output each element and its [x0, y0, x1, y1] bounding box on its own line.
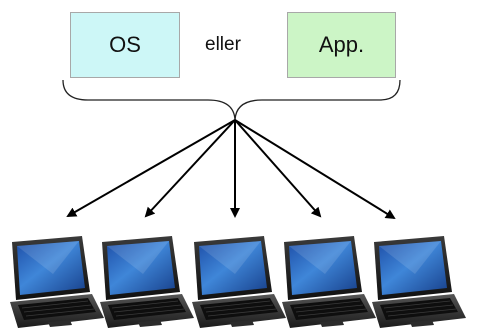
arrow-2 — [144, 119, 236, 218]
os-box: OS — [70, 12, 180, 78]
laptop-icon-4 — [281, 235, 377, 329]
laptop-icon-5 — [371, 235, 467, 329]
app-label: App. — [318, 32, 365, 57]
os-label: OS — [109, 32, 141, 57]
arrow-5 — [234, 119, 396, 220]
eller-label: eller — [205, 34, 241, 55]
arrow-1 — [66, 119, 236, 217]
arrow-4 — [234, 119, 322, 218]
laptop-icon-2 — [99, 235, 195, 329]
app-box: App. — [287, 12, 396, 78]
laptop-icon-1 — [9, 235, 105, 329]
curly-brace — [62, 79, 401, 121]
laptop-icon-3 — [191, 235, 287, 329]
